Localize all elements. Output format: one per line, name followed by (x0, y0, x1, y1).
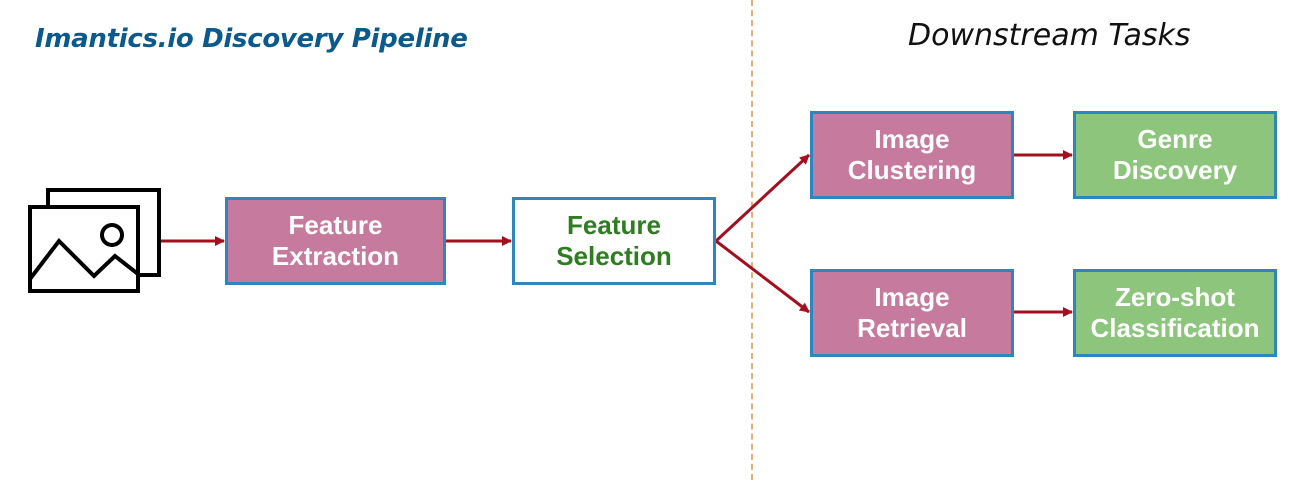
zero-shot-classification-box[interactable]: Zero-shot Classification (1073, 269, 1277, 357)
feature-extraction-box[interactable]: Feature Extraction (225, 197, 446, 285)
genre-discovery-label-line2: Discovery (1112, 155, 1238, 185)
image-retrieval-label-line2: Retrieval (857, 313, 967, 343)
section-divider (751, 0, 753, 480)
pipeline-title: Imantics.io Discovery Pipeline (35, 24, 468, 54)
genre-discovery-label-line1: Genre (1137, 124, 1213, 154)
downstream-tasks-title: Downstream Tasks (908, 18, 1191, 53)
image-retrieval-box[interactable]: Image Retrieval (810, 269, 1014, 357)
image-clustering-box[interactable]: Image Clustering (810, 111, 1014, 199)
genre-discovery-box[interactable]: Genre Discovery (1073, 111, 1277, 199)
image-clustering-label-line1: Image (874, 124, 950, 154)
arrow-feature-selection-to-image-clustering (714, 153, 811, 243)
image-gallery-icon (28, 188, 161, 293)
feature-selection-label-line2: Selection (556, 241, 672, 271)
feature-selection-label-line1: Feature (567, 210, 661, 240)
feature-selection-box[interactable]: Feature Selection (512, 197, 716, 285)
feature-extraction-label-line2: Extraction (271, 241, 400, 271)
image-clustering-label-line2: Clustering (847, 155, 977, 185)
feature-extraction-label-line1: Feature (288, 210, 383, 240)
arrow-feature-selection-to-image-retrieval (715, 239, 810, 314)
zero-shot-classification-label-line2: Classification (1090, 313, 1260, 343)
zero-shot-classification-label-line1: Zero-shot (1115, 282, 1235, 312)
image-retrieval-label-line1: Image (874, 282, 950, 312)
